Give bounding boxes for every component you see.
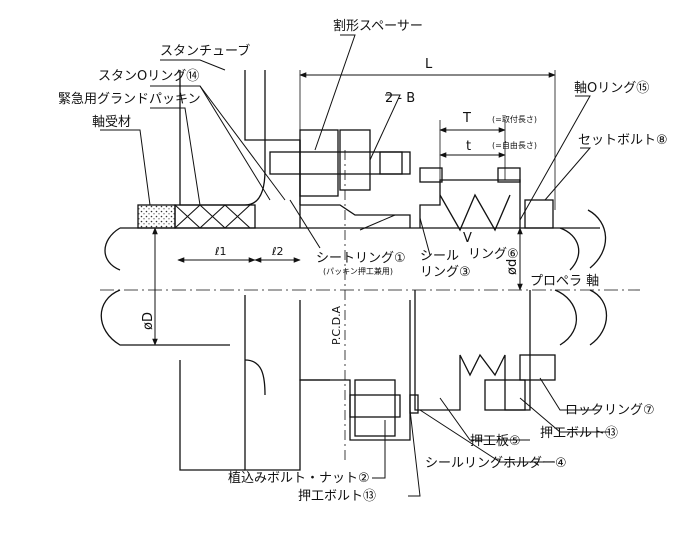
gland-plate-lower [484, 379, 526, 411]
label-l1: ℓ1 [214, 245, 227, 258]
label-phi-d: ød [505, 259, 520, 275]
gland-bolt-lower [409, 394, 419, 414]
stern-tube-body [179, 70, 266, 206]
label-v-ring-b: リング⑥ [468, 247, 519, 262]
leader-lines [100, 34, 610, 497]
gland-bolt-upper-right [497, 167, 521, 183]
label-lock-ring: ロックリング⑦ [565, 403, 655, 418]
label-seal-ring-b: リング③ [420, 265, 471, 280]
stud-bolt-lower [349, 394, 401, 418]
label-dim-T: T [462, 111, 471, 126]
label-note-T: (=取付長さ) [492, 114, 537, 124]
label-set-bolt: セットボルト⑧ [578, 133, 668, 148]
shaft-right-break-top [559, 227, 580, 271]
seat-ring-body [299, 140, 411, 228]
label-bearing-material: 軸受材 [92, 115, 131, 130]
stern-tube-flange [244, 70, 301, 205]
label-gland-plate: 押工板⑤ [470, 434, 521, 449]
label-split-spacer: 割形スペーサー [333, 18, 423, 34]
packing-cross-pattern [174, 204, 251, 229]
shaft-lower-left [100, 289, 230, 346]
v-ring-upper [439, 193, 511, 232]
stern-tube-lower [244, 295, 330, 471]
label-stud-bolt-nut: 植込みボルト・ナット② [228, 471, 370, 486]
label-gland-bolt-bottom: 押工ボルト⑬ [298, 489, 376, 504]
label-v-ring-a: V [463, 231, 472, 246]
stud-nut-upper-left [299, 129, 339, 197]
label-emergency-gland-packing: 緊急用グランドパッキン [58, 92, 201, 107]
label-seal-ring-a: シール [420, 249, 459, 264]
label-shaft-o-ring: 軸Oリング⑮ [574, 81, 649, 96]
label-two-b: 2 - B [385, 91, 415, 106]
stud-bolt-upper-tail [379, 151, 403, 175]
stud-nut-lower [354, 379, 396, 437]
seal-holder-upper [419, 179, 521, 228]
label-dim-L: L [425, 57, 433, 72]
label-stern-o-ring: スタンOリング⑭ [98, 69, 199, 84]
label-dim-t: t [466, 139, 471, 154]
gland-bolt-upper-left [419, 167, 443, 183]
shaft-right-break-top2 [587, 209, 607, 269]
label-seat-ring: シートリング① [316, 251, 406, 266]
stud-nut-upper-right [339, 129, 371, 191]
label-stern-tube: スタンチューブ [160, 43, 250, 59]
label-gland-bolt-right: 押工ボルト⑬ [540, 426, 618, 441]
label-seat-ring-sub: (パッキン押工兼用) [323, 266, 393, 276]
shaft-lower-right [554, 289, 577, 346]
lock-ring-lower [519, 354, 556, 381]
label-note-t: (=自由長さ) [492, 140, 537, 150]
label-l2: ℓ2 [271, 245, 284, 258]
seal-holder-lower [414, 290, 531, 411]
bearing-material [137, 204, 176, 229]
label-propeller-shaft: プロペラ 軸 [530, 274, 599, 289]
lock-ring-upper [524, 199, 554, 229]
label-pcda: P.C.D.A [330, 305, 343, 345]
label-seal-ring-holder: シールリングホルダー④ [425, 456, 567, 471]
stern-tube-lower-curve [179, 359, 266, 471]
shaft-lower-right2 [589, 289, 607, 346]
label-phi-D: øD [141, 312, 156, 330]
shaft-left-break [104, 227, 121, 271]
